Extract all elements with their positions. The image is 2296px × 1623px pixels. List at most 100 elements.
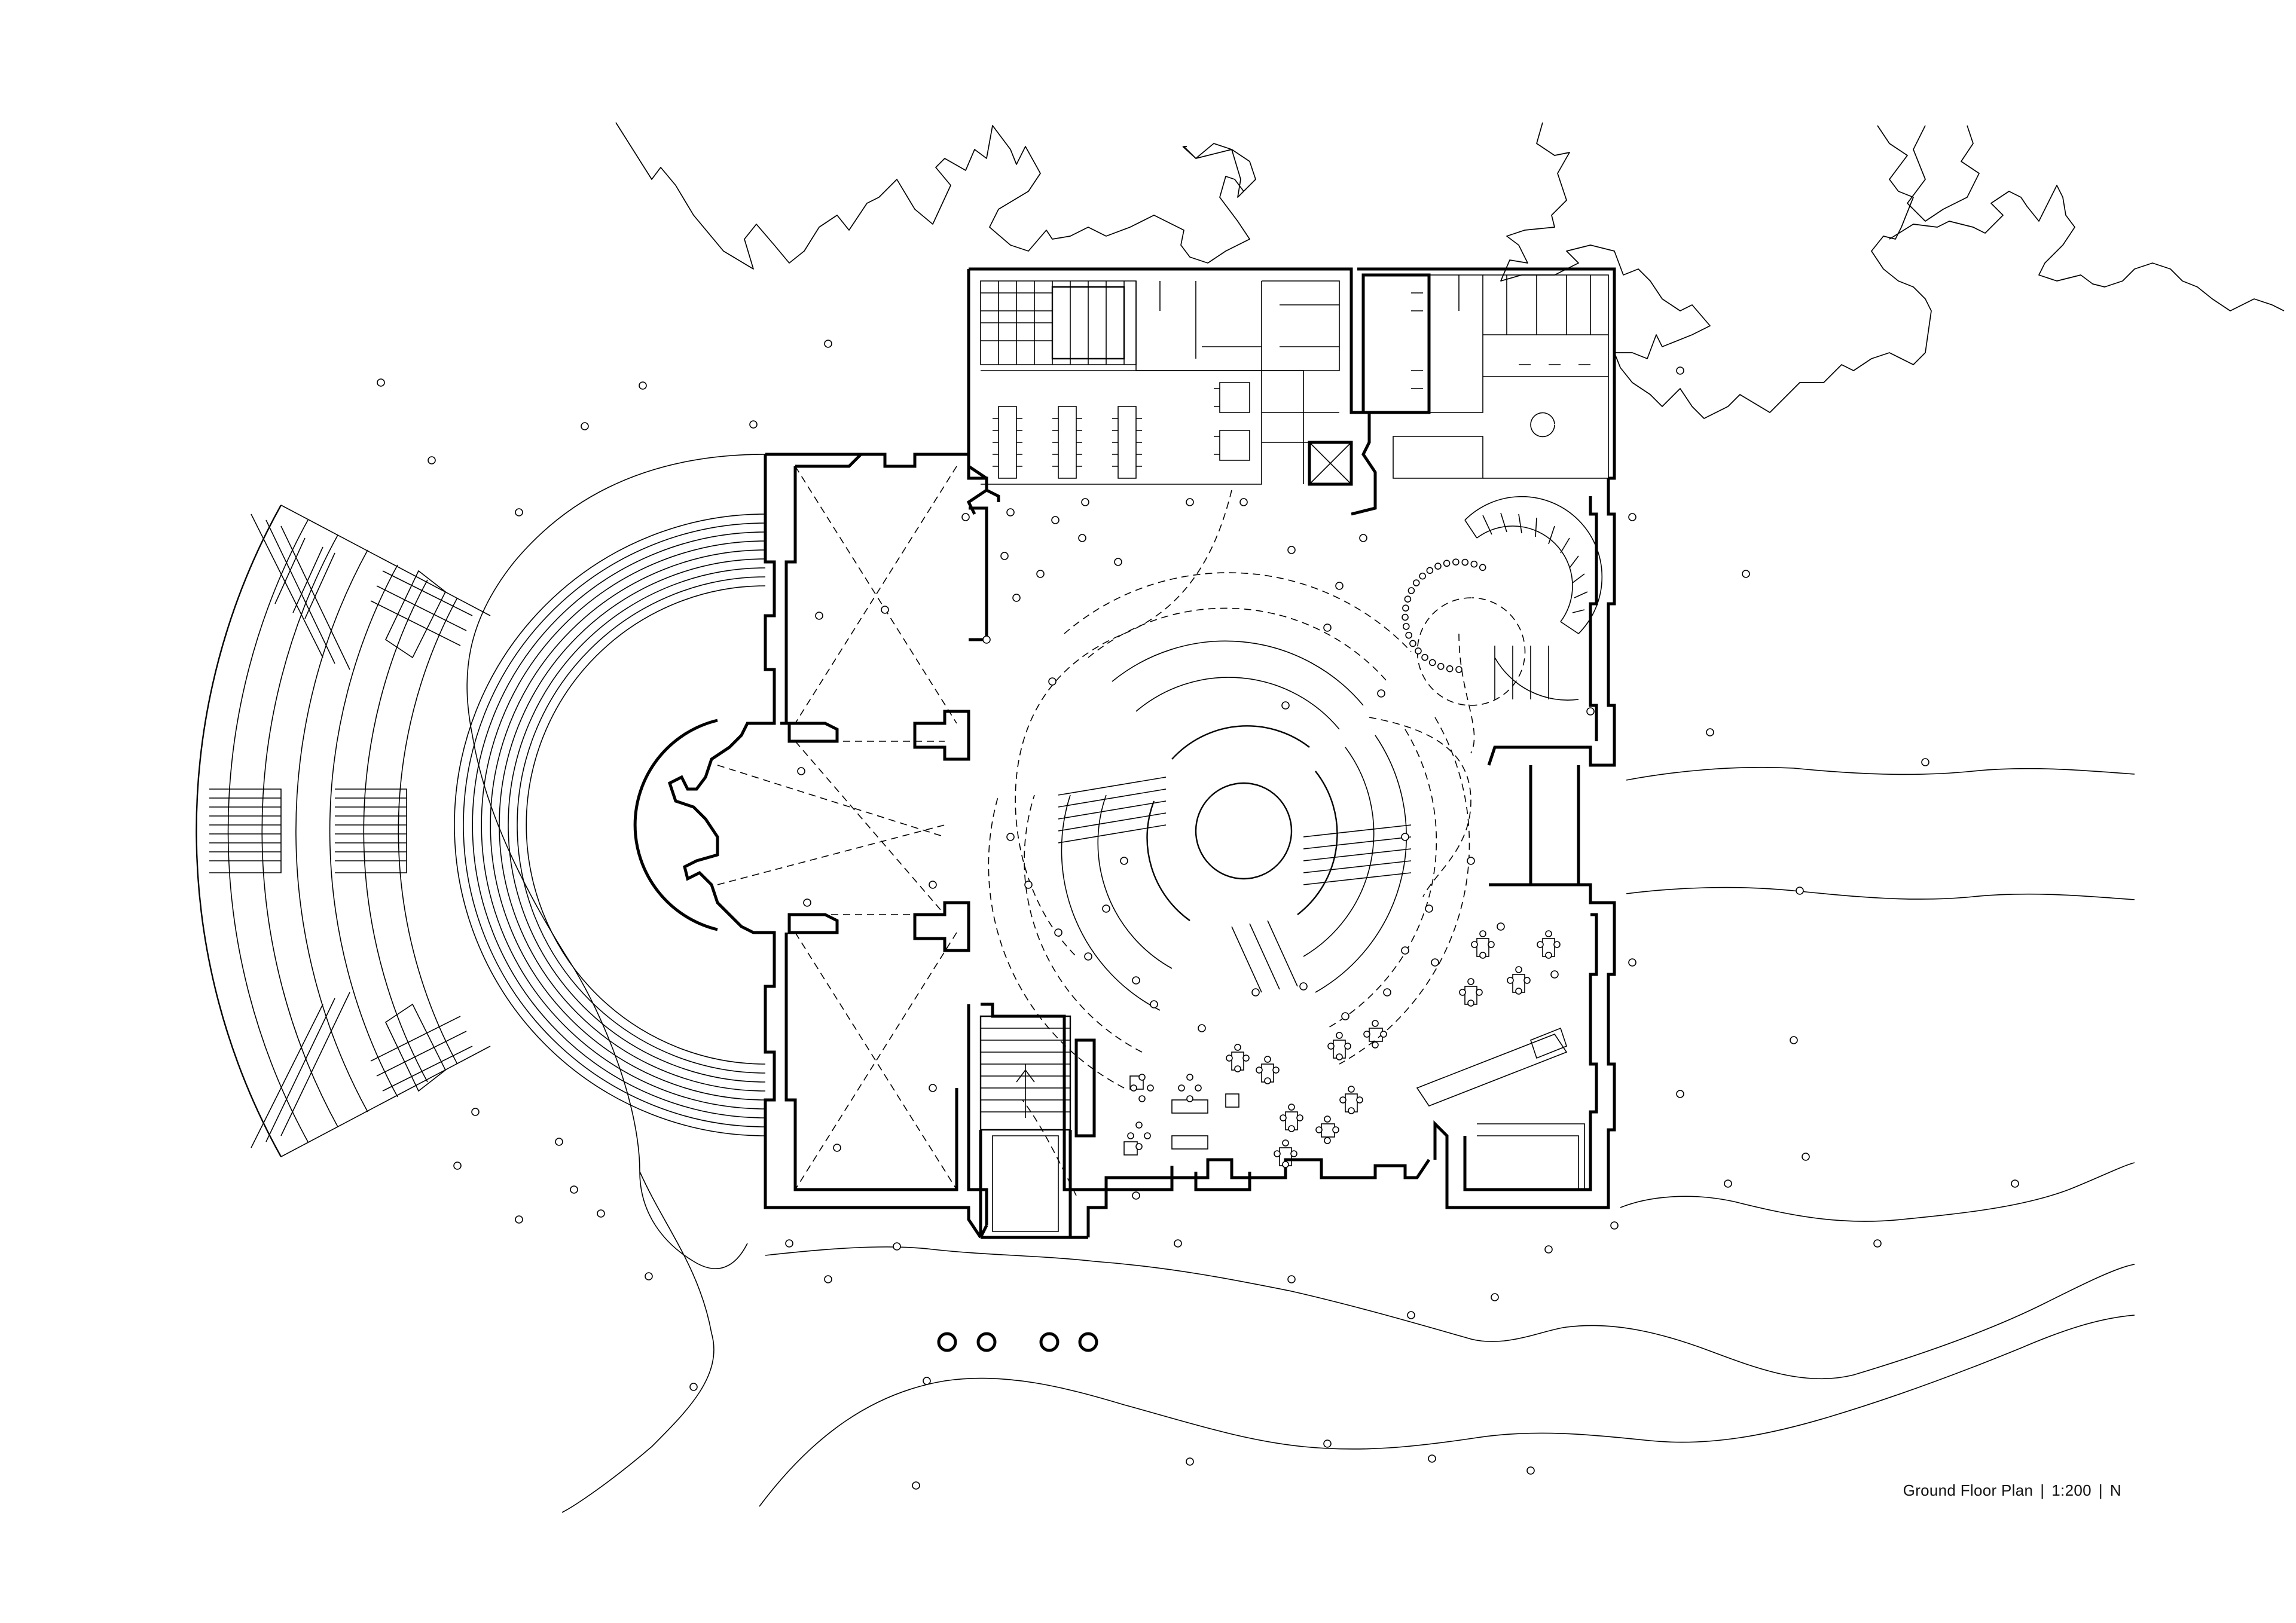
tree-marker (961, 513, 970, 521)
tree-marker (570, 1185, 578, 1194)
tree-marker (1299, 982, 1308, 991)
chair-marker (1545, 930, 1552, 937)
column-marker (1428, 659, 1436, 667)
cafe-chairs (1127, 930, 1561, 1168)
chair-marker (1264, 1056, 1271, 1063)
chair-marker (1274, 1150, 1281, 1157)
chair-marker (1537, 941, 1544, 948)
column-marker (1470, 560, 1478, 568)
tree-marker (982, 635, 991, 644)
tree-marker (1102, 904, 1110, 913)
tree-marker (893, 1242, 901, 1251)
tree-marker (1497, 922, 1505, 931)
north-arrow-icon: N (2109, 1481, 2121, 1499)
cafe-tables (1123, 938, 1555, 1166)
chair-marker (1282, 1139, 1289, 1147)
column-marker (1402, 623, 1410, 630)
tree-marker (1323, 1439, 1332, 1448)
tree-marker (1150, 1000, 1158, 1008)
tree-marker (1287, 1275, 1296, 1283)
tree-marker (1586, 707, 1595, 716)
tree-marker (1341, 1012, 1349, 1020)
tree-marker (1287, 546, 1296, 554)
tree-marker (833, 1144, 841, 1152)
tree-canopy-right (1500, 122, 2285, 419)
tree-marker (1706, 728, 1714, 736)
tree-marker (1186, 1457, 1194, 1466)
column-marker (1452, 558, 1460, 566)
east-spiral-stair (1416, 496, 1603, 754)
tree-marker (1428, 1454, 1436, 1463)
column-marker (1407, 587, 1415, 594)
tree-marker (797, 767, 805, 775)
tree-marker (1544, 1245, 1553, 1254)
column-marker (1434, 563, 1442, 570)
chair-marker (1476, 989, 1483, 996)
chair-marker (1127, 1132, 1134, 1139)
tree-marker (929, 1084, 937, 1092)
chair-marker (1264, 1077, 1271, 1084)
chair-marker (1363, 1031, 1370, 1038)
chair-marker (1523, 977, 1531, 984)
tree-marker (1239, 498, 1248, 506)
plan-title: Ground Floor Plan (1903, 1481, 2034, 1499)
tree-marker (1174, 1239, 1182, 1248)
tree-marker (1550, 970, 1559, 979)
chair-marker (1344, 1043, 1351, 1050)
tree-marker (824, 1275, 832, 1283)
chair-marker (1288, 1104, 1295, 1111)
central-spiral-stair (988, 490, 1471, 1196)
chair-marker (1467, 978, 1474, 985)
tree-marker (785, 1239, 793, 1248)
tree-marker (1251, 988, 1260, 997)
tree-marker (689, 1383, 698, 1391)
tree-marker (555, 1138, 563, 1146)
chair-marker (1324, 1137, 1331, 1144)
column-marker (1437, 662, 1445, 670)
tree-marker (1676, 366, 1684, 375)
column-marker (1415, 647, 1422, 655)
tree-marker (639, 381, 647, 390)
chair-marker (1348, 1107, 1355, 1114)
tree-marker (1790, 1036, 1798, 1044)
tree-marker (1676, 1090, 1684, 1098)
chair-marker (1186, 1095, 1193, 1102)
tree-marker (1628, 513, 1636, 521)
caption-separator: | (2098, 1481, 2103, 1499)
tree-marker (1802, 1153, 1810, 1161)
chair-marker (1135, 1121, 1143, 1129)
column-marker (1479, 564, 1486, 571)
tree-marker (471, 1108, 480, 1116)
amphitheatre-seating (196, 505, 491, 1157)
column-marker (1412, 579, 1420, 586)
chair-marker (1147, 1084, 1154, 1092)
chair-marker (1372, 1020, 1379, 1027)
tree-marker (1048, 677, 1057, 686)
chair-marker (1130, 1084, 1137, 1092)
vault-lines (717, 466, 957, 1190)
chair-marker (1135, 1143, 1143, 1150)
chair-marker (1242, 1055, 1250, 1062)
chair-marker (1195, 1084, 1202, 1092)
tree-marker (1281, 701, 1290, 710)
plan-scale: 1:200 (2051, 1481, 2092, 1499)
tree-marker (1114, 558, 1122, 566)
tree-marker (1724, 1179, 1732, 1188)
chair-marker (1138, 1074, 1146, 1081)
chair-marker (1348, 1086, 1355, 1093)
tree-marker (1078, 534, 1086, 542)
chair-marker (1459, 989, 1466, 996)
tree-marker (1051, 516, 1060, 524)
chair-marker (1282, 1161, 1289, 1168)
chair-marker (1336, 1053, 1343, 1060)
tree-marker (1491, 1293, 1499, 1301)
column-marker (1421, 653, 1428, 661)
building-walls (633, 267, 1616, 1239)
tree-marker (1431, 958, 1439, 967)
chair-marker (1471, 941, 1478, 948)
chair-marker (1288, 1125, 1295, 1132)
tree-marker (929, 881, 937, 889)
tree-marker (515, 508, 523, 516)
chair-marker (1234, 1065, 1241, 1072)
chair-marker (1315, 1126, 1323, 1133)
